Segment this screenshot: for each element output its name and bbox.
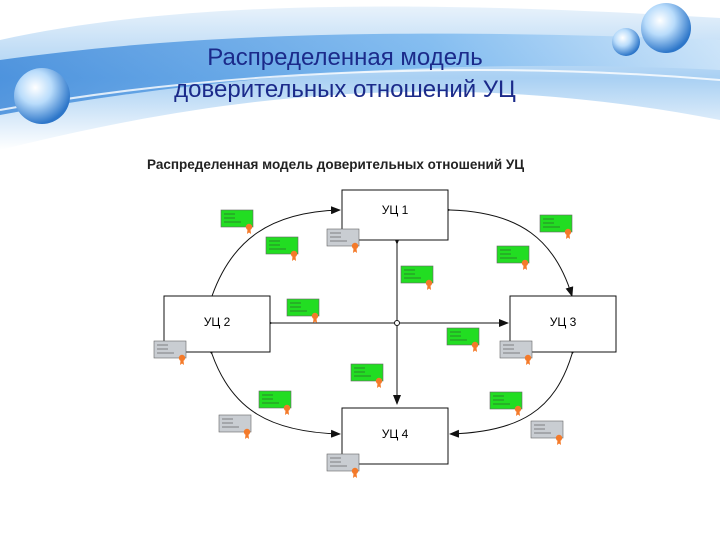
certificate-icon (286, 298, 320, 323)
node-uc4: УЦ 4 (341, 407, 449, 465)
certificate-icon (530, 420, 564, 445)
slide-title-line-1: Распределенная модель (207, 44, 483, 71)
certificate-icon (220, 209, 254, 234)
seal-icon (514, 405, 522, 416)
node-uc1: УЦ 1 (341, 189, 449, 241)
seal-icon (351, 467, 359, 478)
certificate-icon (446, 327, 480, 352)
certificate-icon (218, 414, 252, 439)
seal-icon (425, 279, 433, 290)
connector-uc1-uc3 (440, 205, 574, 297)
seal-icon (243, 428, 251, 439)
certificate-icon (400, 265, 434, 290)
certificates-layer (153, 209, 573, 478)
certificate-icon (499, 340, 533, 365)
certificate-icon (265, 236, 299, 261)
certificate-icon (153, 340, 187, 365)
seal-icon (521, 259, 529, 270)
certificate-icon (350, 363, 384, 388)
seal-icon (311, 312, 319, 323)
slide-title: Распределенная модель доверительных отно… (0, 42, 690, 106)
node-uc1-label: УЦ 1 (382, 203, 409, 217)
center-junction (394, 320, 400, 326)
slide-header-banner (0, 0, 720, 150)
bubble-left (14, 68, 70, 124)
bubble-right-small (612, 28, 640, 56)
connector-uc3-uc4 (449, 344, 579, 438)
seal-icon (524, 354, 532, 365)
certificate-icon (258, 390, 292, 415)
node-uc2-label: УЦ 2 (204, 315, 231, 329)
node-uc3-label: УЦ 3 (550, 315, 577, 329)
seal-icon (555, 434, 563, 445)
seal-icon (283, 404, 291, 415)
bubble-right-large (641, 3, 691, 53)
certificate-icon (489, 391, 523, 416)
seal-icon (564, 228, 572, 239)
diagram-title: Распределенная модель доверительных отно… (147, 157, 524, 172)
seal-icon (178, 354, 186, 365)
seal-icon (351, 242, 359, 253)
seal-icon (471, 341, 479, 352)
connector-uc2-uc4 (205, 344, 341, 438)
seal-icon (245, 223, 253, 234)
certificate-icon (326, 228, 360, 253)
seal-icon (375, 377, 383, 388)
certificate-icon (539, 214, 573, 239)
certificate-icon (496, 245, 530, 270)
node-uc4-label: УЦ 4 (382, 427, 409, 441)
certificate-icon (326, 453, 360, 478)
connector-uc2-uc1 (205, 206, 341, 306)
slide-title-line-2: доверительных отношений УЦ (174, 76, 516, 103)
seal-icon (290, 250, 298, 261)
